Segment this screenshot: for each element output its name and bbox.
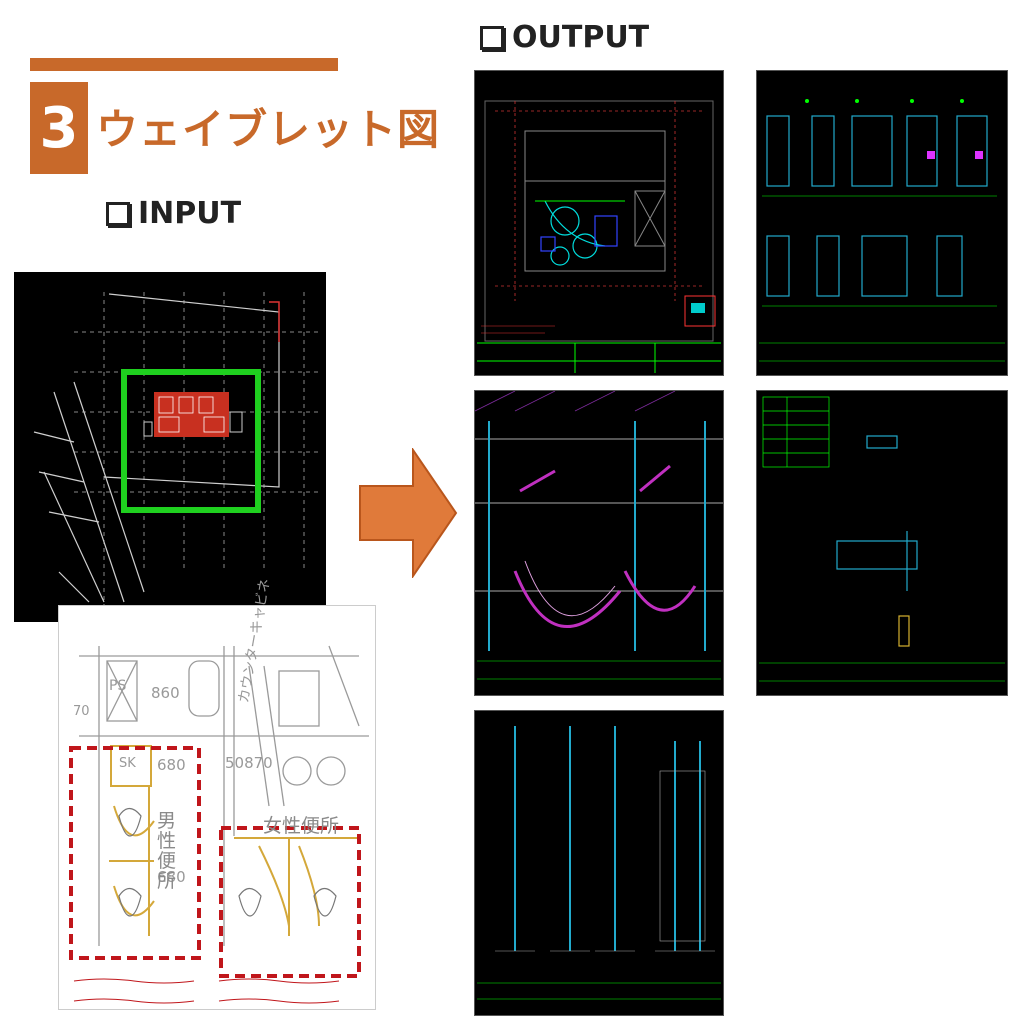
output-label: OUTPUT — [480, 20, 649, 55]
dim-680-lower: 680 — [157, 868, 186, 886]
input-label-text: INPUT — [138, 196, 242, 231]
output-drawing-vertical-sections — [474, 710, 724, 1016]
output-label-text: OUTPUT — [512, 20, 650, 55]
dim-70: 70 — [73, 704, 90, 719]
page-title: ウェイブレット図 — [96, 105, 441, 154]
section-number: 3 — [30, 82, 88, 174]
checkbox-icon — [480, 25, 504, 50]
output-drawing-elevations — [756, 70, 1008, 376]
room-label-female: 女性便所 — [263, 815, 340, 837]
output-drawing-section-detail — [756, 390, 1008, 696]
dim-680-upper: 680 — [157, 756, 186, 774]
checkbox-icon — [106, 201, 130, 226]
header-accent-bar — [30, 58, 338, 71]
label-sk: SK — [119, 756, 136, 771]
right-arrow-icon — [358, 448, 458, 578]
input-hand-sketch: PS SK 860 680 680 50870 70 男性便所 女性便所 カウン… — [58, 577, 376, 1010]
output-drawing-plan — [474, 70, 724, 376]
input-label: INPUT — [106, 196, 241, 231]
label-ps: PS — [109, 678, 127, 694]
dim-860: 860 — [151, 684, 180, 702]
dim-50870: 50870 — [225, 754, 273, 772]
output-drawing-curved-detail — [474, 390, 724, 696]
input-cad-plan — [14, 272, 326, 622]
room-label-male: 男性便所 — [157, 810, 177, 892]
